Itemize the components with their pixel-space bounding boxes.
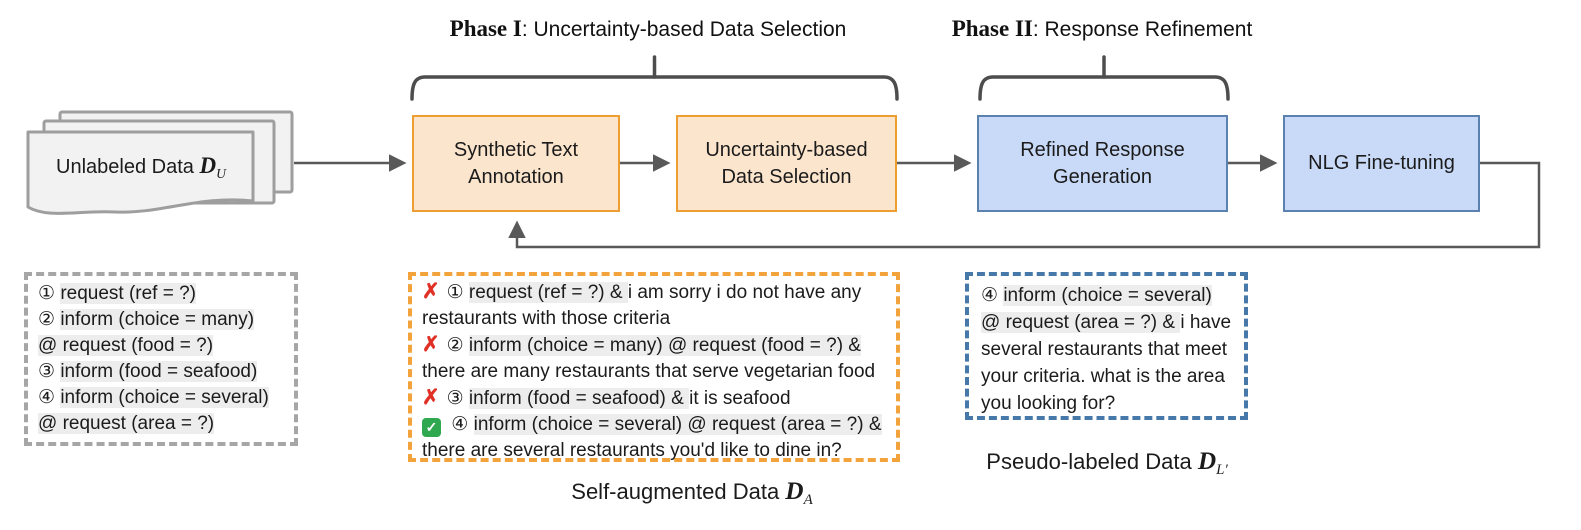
box-nlg-label: NLG Fine-tuning (1308, 152, 1455, 174)
text-line: ④ inform (choice = several) (38, 385, 284, 411)
box-uncertainty-data-selection: Uncertainty-based Data Selection (676, 115, 897, 212)
plain-text: ③ (38, 361, 61, 382)
phase1-title-rest: : Uncertainty-based Data Selection (521, 18, 847, 41)
box-synthetic-text-annotation: Synthetic Text Annotation (412, 115, 620, 212)
text-line: ✓ ④ inform (choice = several) @ request … (422, 412, 886, 464)
box-synthetic-label: Synthetic Text Annotation (453, 138, 579, 188)
document-stack (26, 110, 294, 215)
plain-text: your criteria. what is the area (981, 366, 1225, 387)
text-line: ② inform (choice = many) (38, 307, 284, 333)
box-nlg-fine-tuning: NLG Fine-tuning (1283, 115, 1480, 212)
text-line: @ request (food = ?) (38, 333, 284, 359)
self-augmented-example-box: ✗ ① request (ref = ?) & i am sorry i do n… (408, 272, 900, 462)
phase1-bracket (410, 55, 899, 101)
plain-text: ② (446, 335, 469, 356)
highlighted-text: inform (food = seafood) & (468, 388, 690, 409)
math-d-symbol: D (785, 477, 804, 505)
box-refined-label: Refined Response Generation (1020, 138, 1185, 188)
text-line: ✗ ② inform (choice = many) @ request (foo… (422, 332, 886, 385)
text-line: ✗ ① request (ref = ?) & i am sorry i do n… (422, 279, 886, 332)
math-d-symbol: D (199, 153, 217, 178)
phase2-title-prefix: Phase II (951, 16, 1033, 41)
plain-text: it is seafood (689, 388, 791, 409)
highlighted-text: @ request (food = ?) (38, 335, 214, 356)
pseudo-labeled-caption: Pseudo-labeled Data DL′ (986, 447, 1227, 479)
self-augmented-caption-text: Self-augmented Data (571, 479, 786, 504)
highlighted-text: request (ref = ?) (60, 283, 197, 304)
pseudo-labeled-caption-text: Pseudo-labeled Data (986, 449, 1198, 474)
cross-icon: ✗ (422, 333, 440, 356)
plain-text: ③ (446, 388, 469, 409)
cross-icon: ✗ (422, 280, 440, 303)
plain-text: you looking for? (981, 393, 1116, 414)
plain-text: there are several restaurants you'd like… (422, 440, 842, 461)
phase2-bracket (978, 55, 1230, 101)
phase2-title-rest: : Response Refinement (1032, 18, 1253, 41)
unlabeled-data-text: Unlabeled Data (56, 156, 200, 178)
plain-text: i have (1180, 312, 1232, 333)
math-d-subscript: A (803, 492, 813, 509)
text-line: ④ inform (choice = several) (981, 282, 1232, 309)
self-augmented-caption: Self-augmented Data DA (571, 477, 812, 509)
math-d-subscript: L′ (1216, 462, 1228, 479)
text-line: @ request (area = ?) (38, 411, 284, 437)
text-line: you looking for? (981, 390, 1232, 417)
unlabeled-example-box: ① request (ref = ?)② inform (choice = ma… (24, 272, 298, 446)
text-line: @ request (area = ?) & i have (981, 309, 1232, 336)
plain-text: ④ (38, 387, 61, 408)
plain-text: several restaurants that meet (981, 339, 1228, 360)
phase1-title: Phase I: Uncertainty-based Data Selectio… (450, 16, 847, 42)
text-line: several restaurants that meet (981, 336, 1232, 363)
plain-text: ④ (981, 285, 1004, 306)
math-d-subscript: U (216, 165, 226, 181)
text-line: ① request (ref = ?) (38, 281, 284, 307)
highlighted-text: request (ref = ?) & (468, 282, 628, 303)
highlighted-text: @ request (area = ?) & (981, 312, 1181, 333)
text-line: ✗ ③ inform (food = seafood) & it is seafo… (422, 385, 886, 412)
phase1-title-prefix: Phase I (449, 16, 522, 41)
pseudo-labeled-example-box: ④ inform (choice = several)@ request (ar… (965, 272, 1248, 420)
document-page-front (26, 130, 255, 215)
highlighted-text: inform (choice = several) (60, 387, 269, 408)
plain-text: i am sorry i do not have any restaurants… (422, 282, 862, 329)
highlighted-text: inform (choice = several) (1003, 285, 1212, 306)
highlighted-text: inform (choice = many) @ request (food =… (468, 335, 861, 356)
highlighted-text: inform (food = seafood) (60, 361, 258, 382)
plain-text: ① (446, 282, 469, 303)
box-refined-response-generation: Refined Response Generation (977, 115, 1228, 212)
cross-icon: ✗ (422, 386, 440, 409)
box-uncertainty-label: Uncertainty-based Data Selection (705, 138, 868, 188)
unlabeled-data-label: Unlabeled Data DU (34, 153, 248, 182)
text-line: your criteria. what is the area (981, 363, 1232, 390)
math-d-symbol: D (1197, 447, 1217, 475)
phase2-title: Phase II: Response Refinement (952, 16, 1253, 42)
check-icon: ✓ (422, 418, 441, 437)
text-line: ③ inform (food = seafood) (38, 359, 284, 385)
arrow-feedback-nlg-to-synthetic (508, 161, 1541, 249)
highlighted-text: @ request (area = ?) (38, 413, 215, 434)
highlighted-text: inform (choice = several) @ request (are… (473, 414, 882, 435)
plain-text: ② (38, 309, 61, 330)
plain-text: ④ (446, 414, 474, 435)
plain-text: ① (38, 283, 61, 304)
plain-text: there are many restaurants that serve ve… (422, 361, 876, 382)
highlighted-text: inform (choice = many) (60, 309, 255, 330)
